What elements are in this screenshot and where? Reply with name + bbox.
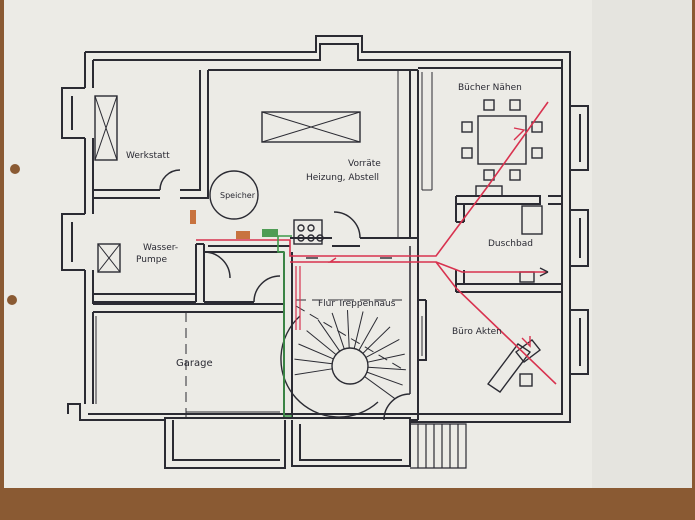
room-labels: Werkstatt Wasser- Pumpe Speicher Vorräte…	[126, 83, 533, 369]
stair-tread	[365, 339, 400, 358]
label-duschbad: Duschbad	[488, 239, 533, 249]
label-werkstatt: Werkstatt	[126, 151, 170, 161]
label-heizung: Heizung, Abstell	[306, 173, 379, 183]
fixtures	[94, 72, 543, 404]
label-wasserpumpe-2: Pumpe	[136, 255, 167, 265]
label-vorraete: Vorräte	[348, 159, 381, 169]
flow-arrows	[306, 127, 549, 348]
stair-tread	[367, 366, 406, 371]
stair-tread	[306, 330, 337, 356]
label-buecher-naehen: Bücher Nähen	[458, 83, 522, 93]
label-flur-treppenhaus: Flur Treppenhaus	[318, 299, 396, 309]
valve-orange	[236, 231, 250, 239]
label-buero-akten: Büro Akten	[452, 327, 502, 337]
wall-fitting	[190, 210, 196, 224]
valve-green	[262, 229, 278, 237]
stair-tread	[358, 317, 379, 351]
punch-hole-bottom	[7, 295, 17, 305]
dashed-guides	[295, 299, 405, 371]
paper-fold-shade	[592, 0, 692, 488]
punch-hole-top	[10, 164, 20, 174]
stair-tread	[367, 353, 405, 363]
label-speicher: Speicher	[220, 191, 256, 200]
label-garage: Garage	[176, 358, 213, 369]
stair-tread	[294, 368, 333, 376]
stair-tread	[317, 319, 341, 352]
stair-tread	[362, 326, 391, 354]
walls	[61, 35, 589, 469]
pipe-lines	[196, 101, 557, 417]
stair-tread	[346, 310, 350, 349]
stair-tread	[353, 311, 364, 349]
stair-tread	[366, 371, 403, 386]
stair-tread	[298, 343, 334, 360]
spiral-staircase	[280, 310, 406, 418]
stair-tread	[364, 376, 396, 400]
stair-tread	[294, 358, 333, 365]
label-wasserpumpe-1: Wasser-	[143, 243, 178, 253]
